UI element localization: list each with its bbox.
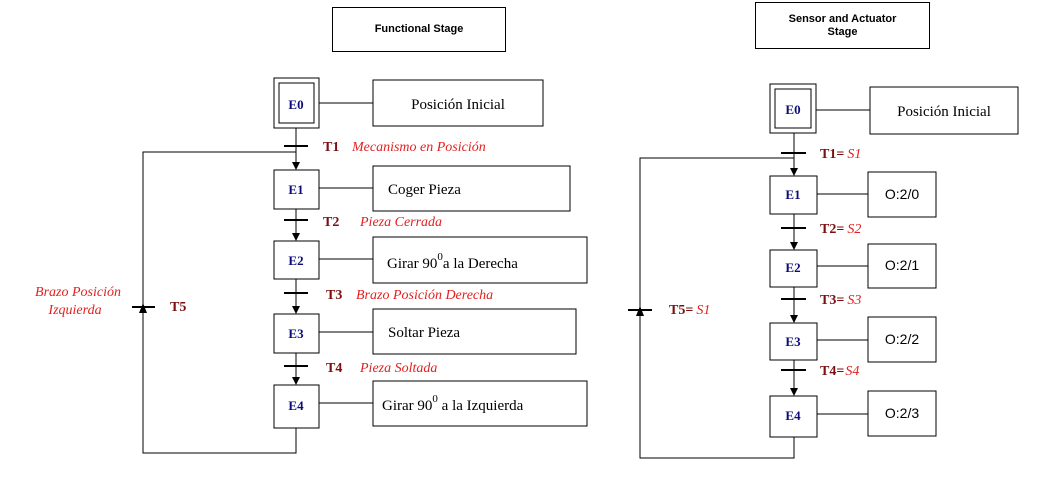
functional-action-e2-post: a la Derecha <box>443 256 518 272</box>
sensor-stage-title-line2: Stage <box>827 25 858 38</box>
sensor-step-e0-inner <box>774 88 812 129</box>
functional-t1-condition: Mecanismo en Posición <box>351 140 486 155</box>
functional-step-e2-label: E2 <box>288 253 303 268</box>
sensor-step-e3-label: E3 <box>785 334 801 349</box>
sensor-action-e1-text: O:2/0 <box>885 186 919 202</box>
functional-loop-line <box>142 151 297 454</box>
sensor-t1-eq: = <box>836 147 844 162</box>
sensor-step-e2 <box>769 249 818 288</box>
sensor-t2-eq: = <box>836 222 844 237</box>
sensor-step-e1 <box>769 175 818 215</box>
sensor-arrow-e3 <box>790 315 798 323</box>
sensor-t1-condition: S1 <box>847 147 861 162</box>
functional-action-e1 <box>372 165 571 212</box>
sensor-action-e3-text: O:2/2 <box>885 331 919 347</box>
sensor-t5-label: T5 <box>669 303 685 318</box>
sensor-action-e4-text: O:2/3 <box>885 405 919 421</box>
functional-action-e4 <box>372 380 588 427</box>
functional-step-e4-label: E4 <box>288 398 304 413</box>
functional-step-e3 <box>273 313 320 354</box>
sensor-action-e2 <box>867 243 937 289</box>
sensor-t2-condition: S2 <box>847 222 861 237</box>
functional-step-e1 <box>273 169 320 210</box>
sensor-action-e1 <box>867 171 937 218</box>
sensor-step-e2-label: E2 <box>785 260 800 275</box>
functional-t4-condition: Pieza Soltada <box>359 361 437 376</box>
functional-action-e2-text: Girar 900a la Derecha <box>387 251 518 272</box>
functional-action-e1-text: Coger Pieza <box>388 182 461 198</box>
functional-action-e4-post: a la Izquierda <box>438 398 524 414</box>
sensor-arrow-e1 <box>790 168 798 176</box>
functional-t5-condition-line2: Izquierda <box>47 303 101 318</box>
functional-action-e3 <box>372 308 577 355</box>
sensor-t3-eq: = <box>836 293 844 308</box>
functional-grafcet: E0 Posición Inicial T1 Mecanismo en Posi… <box>35 77 588 454</box>
sensor-t1-text: T1=S1 <box>820 147 861 162</box>
functional-action-e0 <box>372 79 544 127</box>
sensor-action-e3 <box>867 316 937 363</box>
functional-t2-condition: Pieza Cerrada <box>359 215 442 230</box>
sensor-stage-title-line1: Sensor and Actuator <box>788 12 897 25</box>
sensor-t5-eq: = <box>685 303 693 318</box>
functional-t5-condition-line1: Brazo Posición <box>35 285 121 300</box>
functional-t3-label: T3 <box>326 288 342 303</box>
sensor-t5-condition: S1 <box>696 303 710 318</box>
functional-arrow-e3 <box>292 306 300 314</box>
sensor-t3-condition: S3 <box>847 293 861 308</box>
functional-action-e4-pre: Girar 90 <box>382 398 432 414</box>
functional-action-e4-text: Girar 900 a la Izquierda <box>382 393 524 414</box>
sensor-step-e3 <box>769 322 818 361</box>
sensor-arrow-e4 <box>790 388 798 396</box>
sensor-t2-label: T2 <box>820 222 836 237</box>
functional-arrow-e2 <box>292 233 300 241</box>
functional-action-e2-sup: 0 <box>437 251 443 263</box>
functional-t3-condition: Brazo Posición Derecha <box>356 288 493 303</box>
functional-t2-label: T2 <box>323 215 339 230</box>
sensor-t3-text: T3=S3 <box>820 293 861 308</box>
functional-step-e0-label: E0 <box>288 97 303 112</box>
sensor-arrow-e2 <box>790 242 798 250</box>
sensor-t5-text: T5=S1 <box>669 303 710 318</box>
functional-action-e3-text: Soltar Pieza <box>388 325 460 341</box>
sensor-t4-condition: S4 <box>845 364 859 379</box>
sensor-t3-label: T3 <box>820 293 836 308</box>
sensor-t2-text: T2=S2 <box>820 222 861 237</box>
sensor-stage-title: Sensor and Actuator Stage <box>755 2 930 49</box>
functional-step-e4 <box>273 384 320 429</box>
functional-step-e2 <box>273 240 320 280</box>
functional-stage-title: Functional Stage <box>332 7 506 52</box>
sensor-t1-label: T1 <box>820 147 836 162</box>
functional-t1-label: T1 <box>323 140 339 155</box>
functional-step-e3-label: E3 <box>288 326 304 341</box>
functional-step-e1-label: E1 <box>288 182 303 197</box>
functional-arrow-e1 <box>292 162 300 170</box>
functional-arrow-e4 <box>292 377 300 385</box>
sensor-action-e2-text: O:2/1 <box>885 257 919 273</box>
sensor-t4-label: T4 <box>820 364 836 379</box>
functional-t5-label: T5 <box>170 300 186 315</box>
sensor-action-e4 <box>867 390 937 437</box>
sensor-grafcet: E0 Posición Inicial T1=S1 E1 O:2/0 T2=S2… <box>628 83 1019 459</box>
functional-action-e0-text: Posición Inicial <box>411 97 505 113</box>
functional-action-e4-sup: 0 <box>432 393 438 405</box>
sensor-action-e0 <box>869 86 1019 135</box>
functional-action-e2 <box>372 236 588 284</box>
sensor-action-e0-text: Posición Inicial <box>897 104 991 120</box>
sensor-step-e0-label: E0 <box>785 102 800 117</box>
functional-step-e0-inner <box>278 82 315 124</box>
sensor-step-e4-label: E4 <box>785 408 801 423</box>
functional-action-e2-pre: Girar 90 <box>387 256 437 272</box>
functional-stage-title-text: Functional Stage <box>374 23 464 35</box>
sensor-step-e1-label: E1 <box>785 187 800 202</box>
functional-t4-label: T4 <box>326 361 342 376</box>
sensor-t4-text: T4=S4 <box>820 364 859 379</box>
sensor-t4-eq: = <box>836 364 844 379</box>
